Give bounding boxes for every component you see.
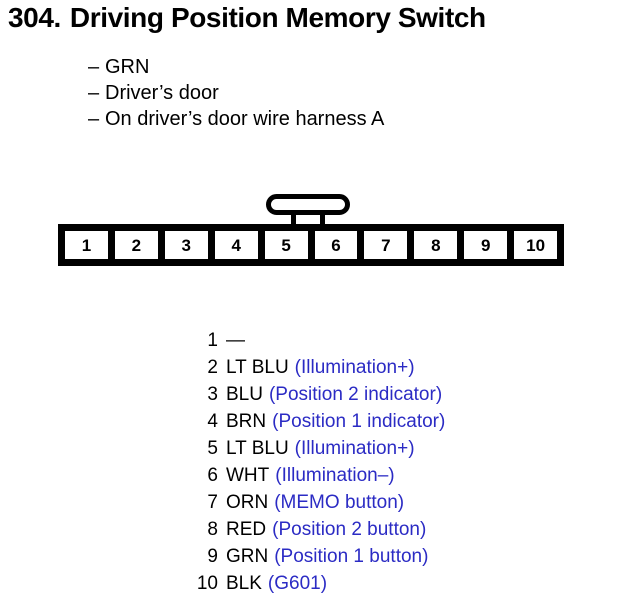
subtitle-item-color: –GRN	[88, 54, 608, 80]
pin-wire-color: LT BLU	[226, 438, 289, 459]
page-title: 304. Driving Position Memory Switch	[8, 2, 634, 34]
connector-pin-7: 7	[362, 229, 410, 261]
subtitle-list: –GRN –Driver’s door –On driver’s door wi…	[88, 54, 608, 132]
pin-wire-color: BLK	[226, 573, 262, 594]
latch-leg-left	[291, 210, 296, 228]
subtitle-item-location: –Driver’s door	[88, 80, 608, 106]
connector-diagram: 1 2 3 4 5 6 7 8 9 10	[58, 194, 564, 268]
pin-number: 10	[196, 573, 218, 594]
pin-number: 6	[207, 465, 218, 486]
pin-assignment-list: 1 — 2 LT BLU (Illumination+) 3 BLU (Posi…	[196, 330, 616, 600]
pin-number: 2	[207, 357, 218, 378]
pin-description: (Position 2 indicator)	[268, 384, 443, 405]
connector-latch-tab-icon	[266, 194, 350, 228]
connector-pin-2: 2	[112, 229, 160, 261]
connector-pin-3: 3	[162, 229, 210, 261]
pin-description: (Illumination–)	[275, 465, 395, 486]
page-title-number: 304.	[8, 2, 61, 33]
pin-wire-color: GRN	[226, 546, 269, 567]
pin-number: 3	[207, 384, 218, 405]
pin-number: 8	[207, 519, 218, 540]
subtitle-item-harness: –On driver’s door wire harness A	[88, 106, 608, 132]
pin-description: (Position 1 button)	[274, 546, 429, 567]
pin-assignment-row: 3 BLU (Position 2 indicator)	[196, 384, 616, 411]
bullet-dash-icon: –	[88, 108, 100, 130]
pin-wire-color: BRN	[226, 411, 267, 432]
pin-assignment-row: 7 ORN (MEMO button)	[196, 492, 616, 519]
pin-wire-color: ORN	[226, 492, 269, 513]
pin-assignment-row: 10 BLK (G601)	[196, 573, 616, 600]
pin-description: (MEMO button)	[274, 492, 405, 513]
connector-pin-5: 5	[262, 229, 310, 261]
pin-number: 1	[207, 330, 218, 351]
pin-description: (Illumination+)	[294, 438, 415, 459]
pin-description: (Position 2 button)	[272, 519, 427, 540]
pin-wire-color: WHT	[226, 465, 270, 486]
subtitle-item-label: On driver’s door wire harness A	[105, 108, 385, 130]
pin-assignment-row: 5 LT BLU (Illumination+)	[196, 438, 616, 465]
connector-pin-4: 4	[212, 229, 260, 261]
pin-description: (G601)	[267, 573, 328, 594]
pin-assignment-row: 6 WHT (Illumination–)	[196, 465, 616, 492]
pin-wire-color: RED	[226, 519, 267, 540]
subtitle-item-label: Driver’s door	[105, 82, 219, 104]
pin-wire-color: BLU	[226, 384, 263, 405]
page-title-text: Driving Position Memory Switch	[69, 2, 486, 33]
bullet-dash-icon: –	[88, 56, 100, 78]
bullet-dash-icon: –	[88, 82, 100, 104]
pin-description: (Position 1 indicator)	[272, 411, 446, 432]
pin-number: 4	[207, 411, 218, 432]
pin-number: 7	[207, 492, 218, 513]
pin-number: 5	[207, 438, 218, 459]
connector-pin-body: 1 2 3 4 5 6 7 8 9 10	[58, 224, 564, 266]
pin-assignment-row: 1 —	[196, 330, 616, 357]
connector-pin-1: 1	[63, 229, 110, 261]
connector-pin-6: 6	[312, 229, 360, 261]
connector-pin-9: 9	[462, 229, 510, 261]
pin-assignment-row: 8 RED (Position 2 button)	[196, 519, 616, 546]
latch-leg-right	[320, 210, 325, 228]
pin-wire-color: LT BLU	[226, 357, 289, 378]
pin-number: 9	[207, 546, 218, 567]
pin-wire-color: —	[226, 330, 245, 351]
connector-pin-8: 8	[412, 229, 460, 261]
pin-assignment-row: 2 LT BLU (Illumination+)	[196, 357, 616, 384]
pin-assignment-row: 9 GRN (Position 1 button)	[196, 546, 616, 573]
connector-pin-10: 10	[512, 229, 560, 261]
latch-bar	[266, 194, 350, 215]
subtitle-item-label: GRN	[105, 56, 150, 78]
pin-assignment-row: 4 BRN (Position 1 indicator)	[196, 411, 616, 438]
pin-description: (Illumination+)	[294, 357, 415, 378]
